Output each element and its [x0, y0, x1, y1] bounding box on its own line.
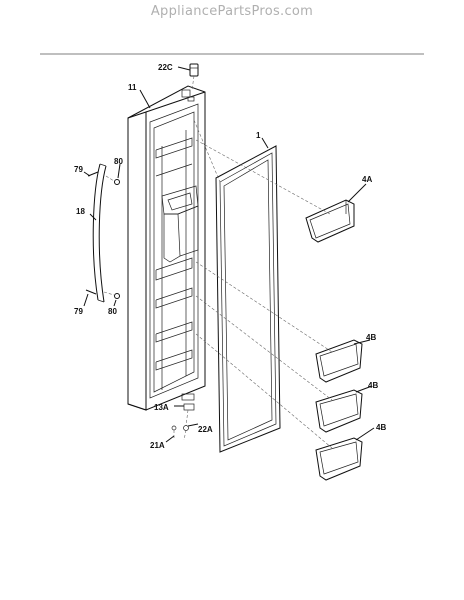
- bin-4B-lower: [315, 437, 363, 481]
- callout-79-bottom: 79: [74, 307, 83, 316]
- door-gasket: [215, 145, 281, 453]
- dispenser-housing: [161, 185, 199, 263]
- callout-21A: 21A: [150, 441, 165, 450]
- bottom-hinge-parts: [171, 403, 195, 441]
- site-header: AppliancePartsPros.com: [150, 4, 314, 19]
- bin-4A: [305, 199, 355, 243]
- callout-13A: 13A: [154, 403, 169, 412]
- door-handle: [85, 163, 120, 303]
- callout-11: 11: [128, 83, 137, 92]
- callout-80-top: 80: [114, 157, 123, 166]
- callout-79-top: 79: [74, 165, 83, 174]
- callout-4B-lower: 4B: [376, 423, 386, 432]
- bin-4B-upper: [315, 339, 363, 383]
- leader-lines: [83, 66, 375, 443]
- callout-4A: 4A: [362, 175, 372, 184]
- bin-4B-middle: [315, 389, 363, 433]
- callout-4B-middle: 4B: [368, 381, 378, 390]
- projection-lines: [193, 119, 333, 449]
- door-assembly: [127, 85, 206, 411]
- callout-22C: 22C: [158, 63, 173, 72]
- callout-18: 18: [76, 207, 85, 216]
- door-shelves: [155, 130, 193, 390]
- part-22C-cap: [189, 63, 199, 91]
- callout-80-bottom: 80: [108, 307, 117, 316]
- callout-4B-upper: 4B: [366, 333, 376, 342]
- callout-1: 1: [256, 131, 261, 140]
- callout-22A: 22A: [198, 425, 213, 434]
